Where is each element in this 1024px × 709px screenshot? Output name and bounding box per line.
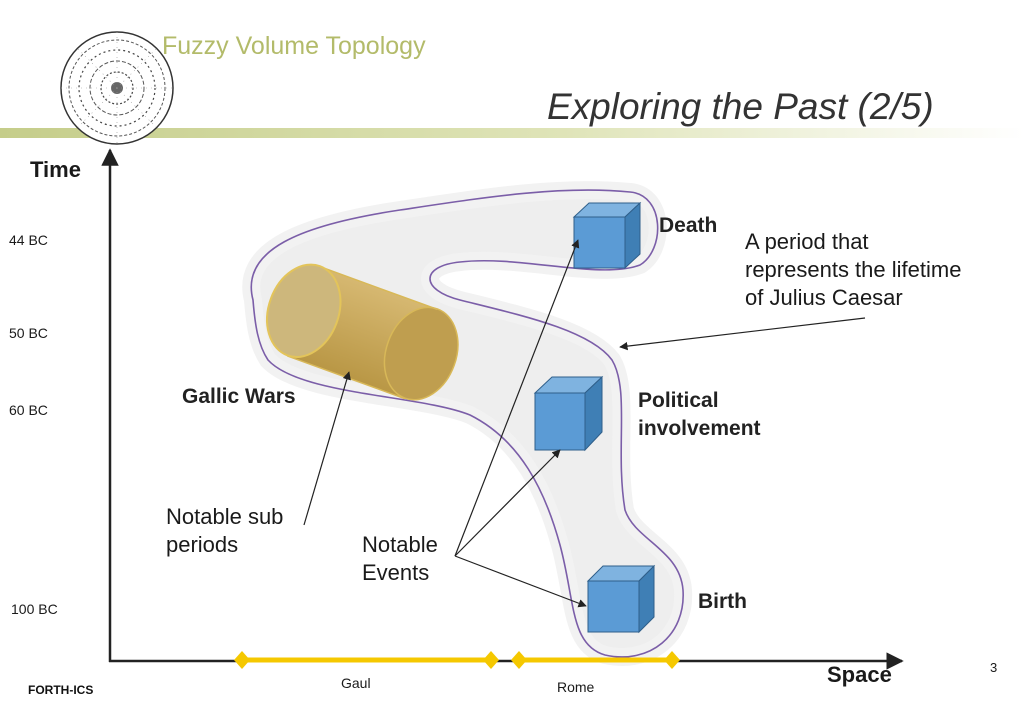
- political-involvement-label: Political involvement: [638, 387, 761, 443]
- header-title: Fuzzy Volume Topology: [162, 32, 426, 60]
- page-number: 3: [990, 660, 998, 675]
- gaul-region-bar: [234, 651, 499, 669]
- rome-region-bar: [511, 651, 680, 669]
- gallic-wars-label: Gallic Wars: [182, 385, 296, 408]
- lifetime-pointer-arrow: [619, 317, 866, 351]
- death-cube: [572, 201, 642, 270]
- gallic-wars-cylinder: [266, 263, 459, 401]
- events-to-birth-arrow: [454, 555, 587, 608]
- region-rome-label: Rome: [557, 679, 595, 695]
- birth-label: Birth: [698, 590, 747, 613]
- phaistos-disc-logo: [60, 31, 174, 145]
- slide-title: Exploring the Past (2/5): [547, 86, 934, 127]
- region-gaul-label: Gaul: [341, 675, 371, 691]
- sub-periods-pointer-arrow: [303, 371, 351, 526]
- events-line-2: Events: [362, 560, 430, 585]
- lifetime-annotation: A period that represents the lifetime of…: [745, 228, 1015, 312]
- lifetime-line-3: of Julius Caesar: [745, 285, 903, 310]
- sub-periods-annotation: Notable sub periods: [166, 503, 316, 559]
- tick-100bc: 100 BC: [11, 601, 58, 617]
- events-to-political-arrow: [454, 449, 561, 557]
- tick-50bc: 50 BC: [9, 325, 48, 341]
- events-to-death-arrow: [454, 239, 580, 557]
- death-label: Death: [659, 214, 718, 237]
- time-axis-label: Time: [30, 157, 81, 182]
- political-line-1: Political: [638, 389, 719, 412]
- lifetime-outline: [250, 189, 684, 658]
- tick-44bc: 44 BC: [9, 232, 48, 248]
- lifetime-line-2: represents the lifetime: [745, 257, 962, 282]
- political-involvement-cube: [533, 375, 604, 452]
- space-axis-label: Space: [827, 662, 892, 687]
- lifetime-line-1: A period that: [745, 229, 869, 254]
- events-line-1: Notable: [362, 532, 438, 557]
- sub-periods-line-1: Notable sub: [166, 504, 284, 529]
- political-line-2: involvement: [638, 417, 761, 440]
- tick-60bc: 60 BC: [9, 402, 48, 418]
- header-bar: [0, 128, 1024, 138]
- events-annotation: Notable Events: [362, 531, 462, 587]
- footer-org: FORTH-ICS: [28, 683, 94, 697]
- birth-cube: [586, 564, 656, 634]
- sub-periods-line-2: periods: [166, 532, 239, 557]
